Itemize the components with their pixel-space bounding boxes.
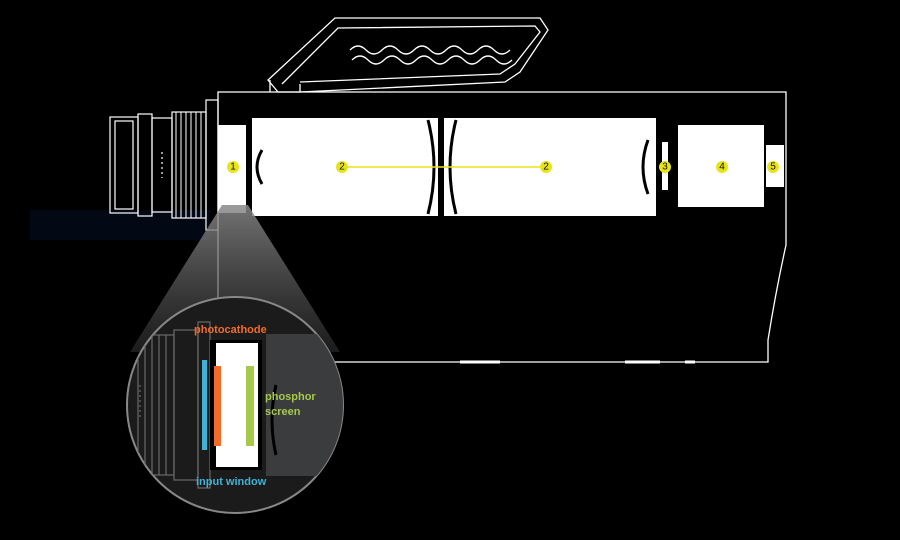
lens-element-2a-left (255, 149, 264, 185)
lens-glow (30, 210, 210, 240)
phosphor-label-line1: phosphor (265, 391, 316, 403)
marker-4: 4 (716, 161, 728, 173)
marker-4-label: 4 (719, 162, 725, 173)
phosphor-screen-layer (246, 366, 254, 446)
marker-5-label: 5 (770, 162, 776, 173)
marker-1-label: 1 (230, 162, 236, 173)
photocathode-layer (214, 366, 221, 446)
marker-2b-label: 2 (543, 162, 549, 173)
input-window-layer (202, 360, 207, 450)
camera-body (217, 91, 787, 363)
marker-3-label: 3 (662, 162, 668, 173)
photocathode-label: photocathode (194, 324, 267, 336)
camera-handle (267, 17, 549, 93)
phosphor-label-line2: screen (265, 406, 301, 418)
input-window-label: input window (196, 476, 267, 488)
marker-2a: 2 (336, 161, 348, 173)
magnifier-detail (137, 321, 343, 489)
marker-5: 5 (767, 161, 779, 173)
marker-3: 3 (659, 161, 671, 173)
marker-2b: 2 (540, 161, 552, 173)
lens-element-2b-right (641, 139, 650, 195)
marker-1: 1 (227, 161, 239, 173)
marker-2a-label: 2 (339, 162, 345, 173)
